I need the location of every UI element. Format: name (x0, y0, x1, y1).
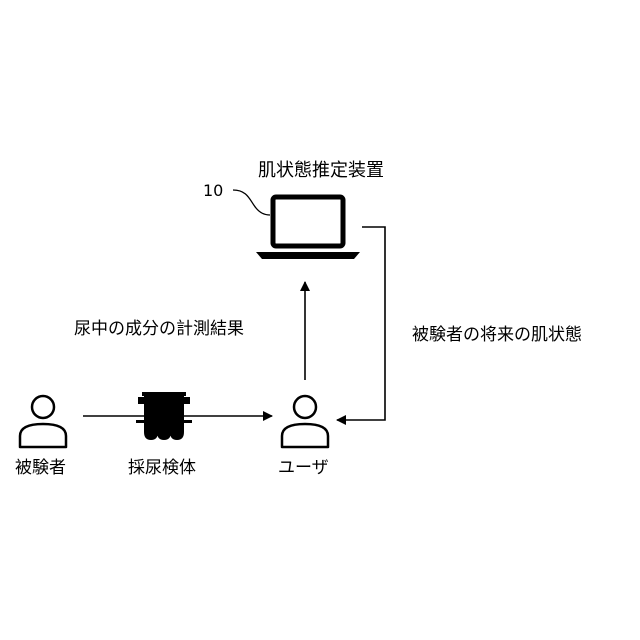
device-reference-number: 10 (203, 181, 223, 201)
sample-label: 採尿検体 (128, 458, 196, 478)
reference-leader-line (233, 190, 270, 215)
measurement-result-label: 尿中の成分の計測結果 (74, 319, 244, 339)
user-label: ユーザ (278, 458, 329, 478)
user-person-icon (282, 396, 328, 447)
laptop-icon (256, 197, 360, 259)
test-tubes-icon (136, 392, 192, 440)
subject-label: 被験者 (15, 458, 66, 478)
future-skin-condition-label: 被験者の将来の肌状態 (412, 325, 582, 345)
device-label: 肌状態推定装置 (258, 161, 384, 181)
subject-person-icon (20, 396, 66, 447)
